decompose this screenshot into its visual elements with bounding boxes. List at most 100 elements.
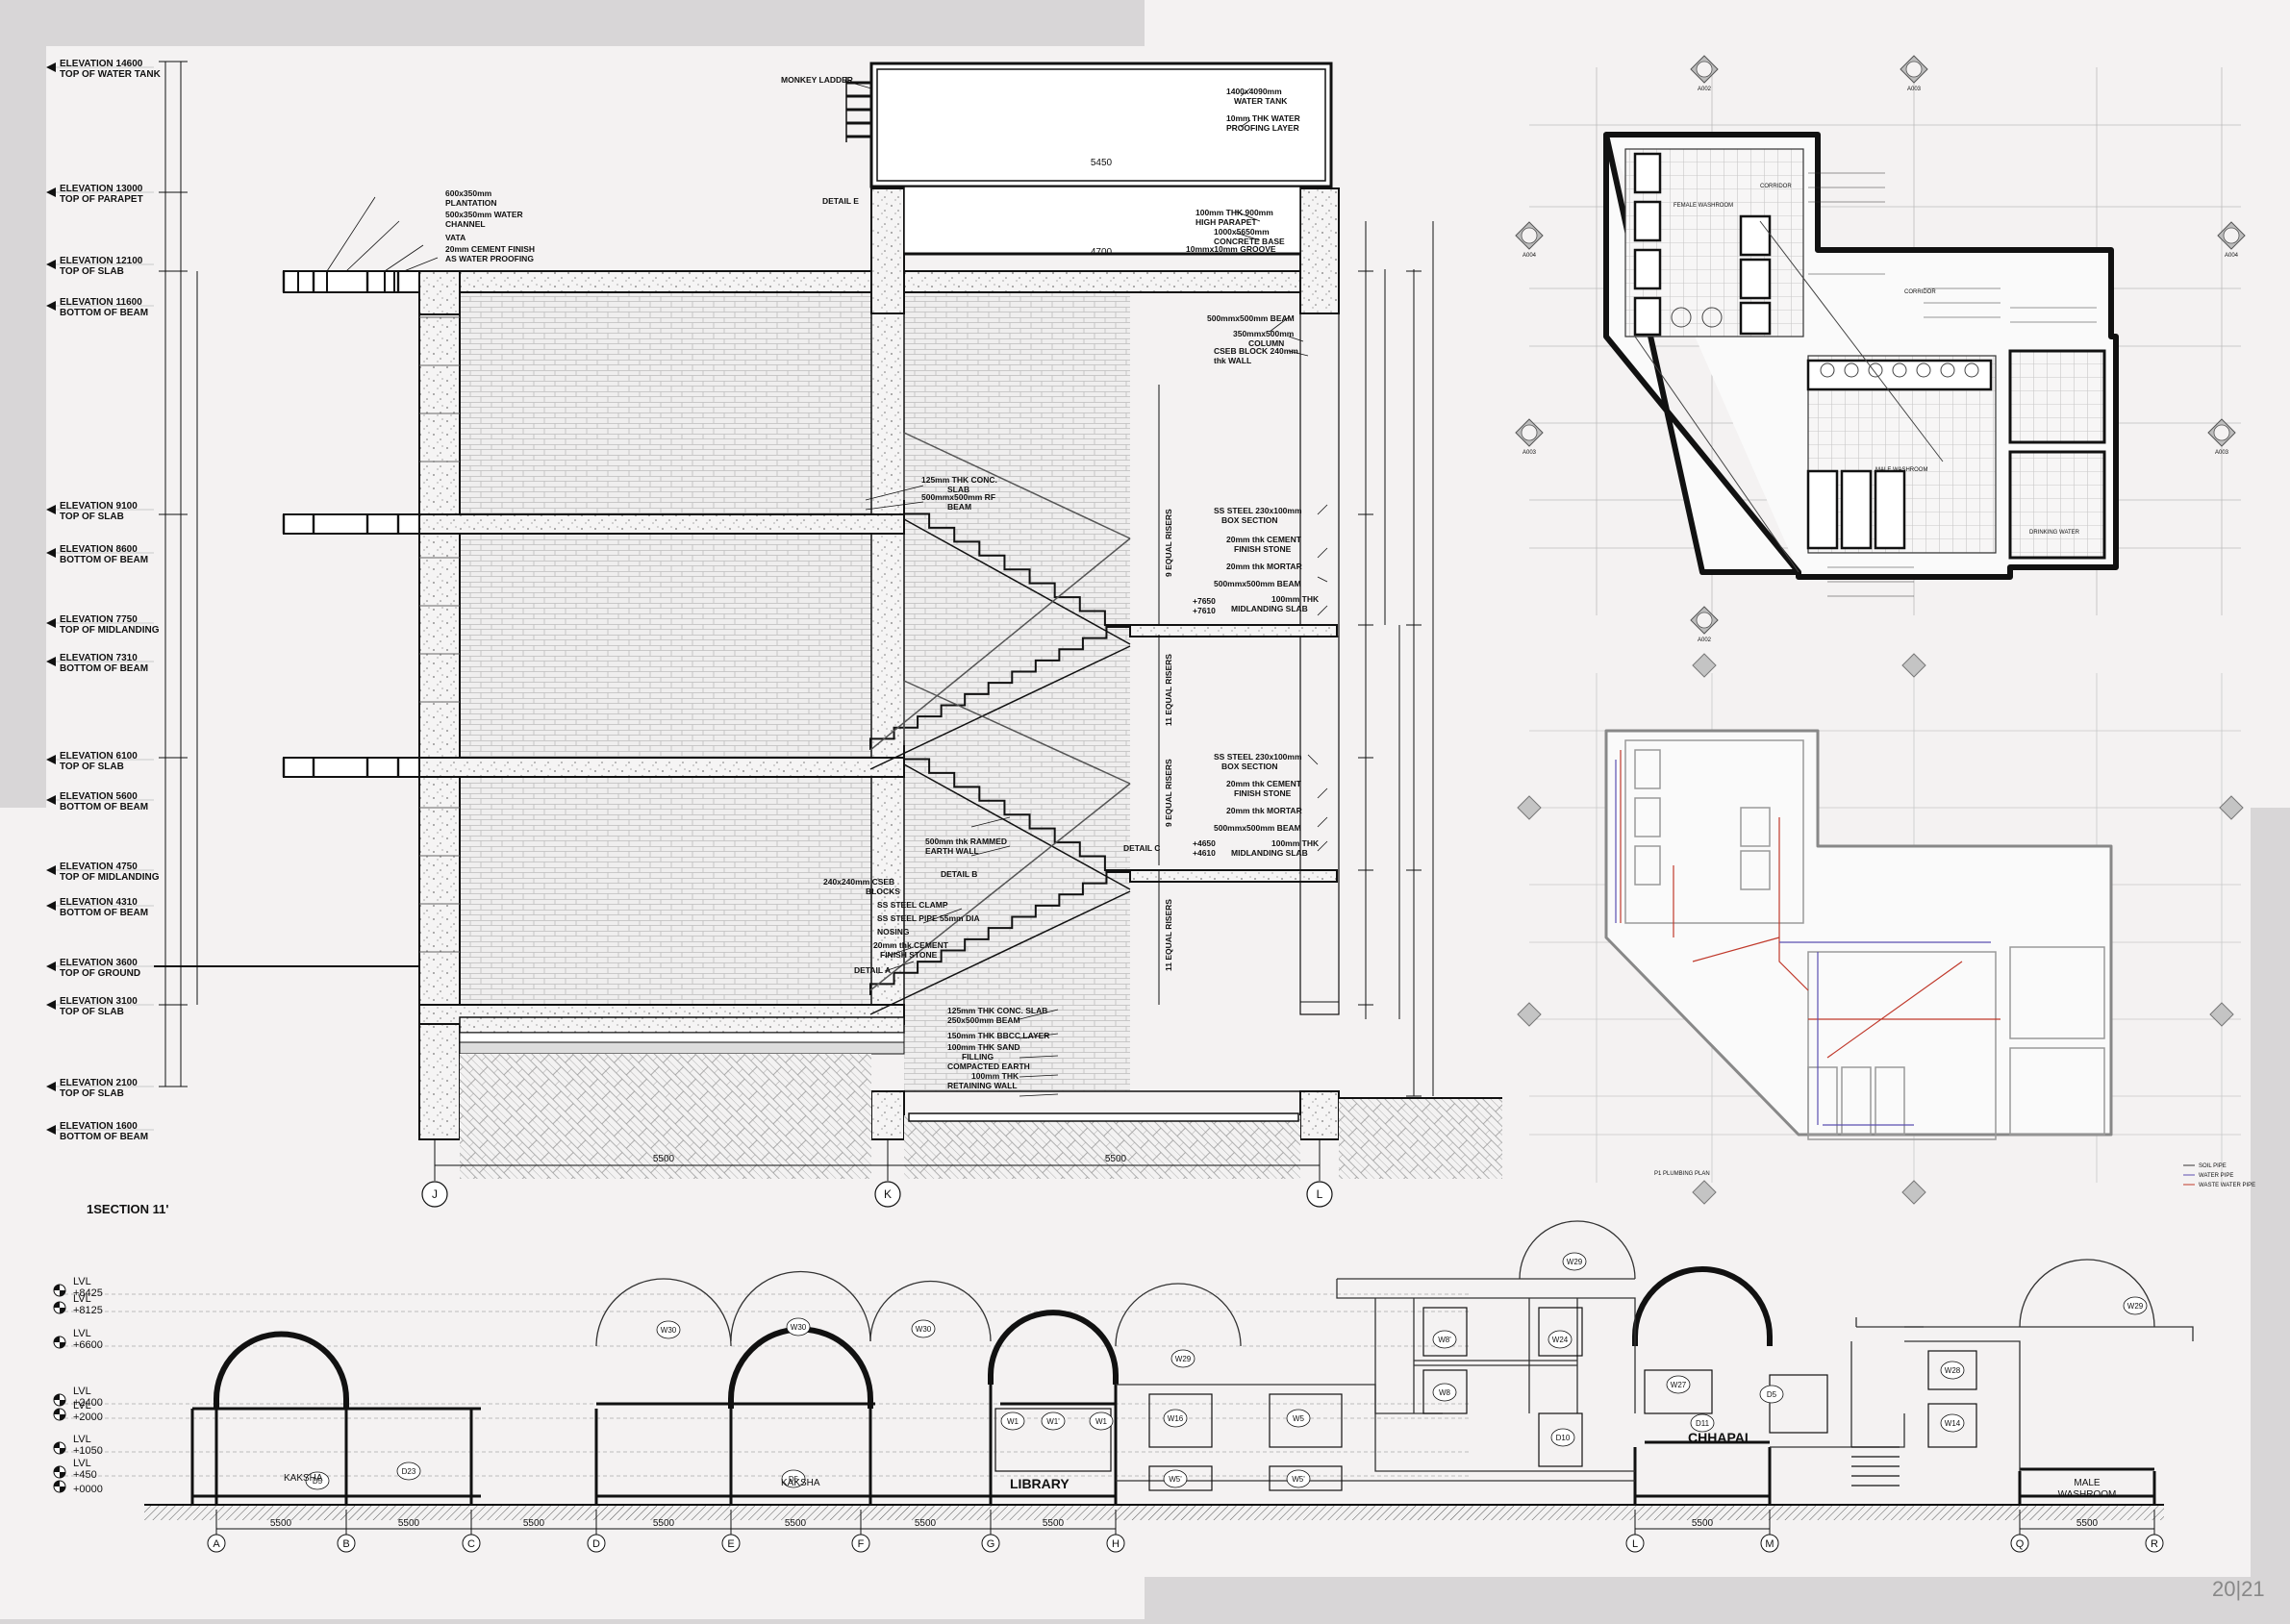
grid-dimension: 5500: [653, 1518, 675, 1529]
elevation-sub-label: TOP OF WATER TANK: [60, 69, 162, 80]
elevation-marker-icon: [46, 1082, 56, 1091]
tag-bubble: [1940, 1413, 1965, 1433]
plan-label-female-washroom: FEMALE WASHROOM: [1673, 203, 1733, 209]
elevation-marker-icon: [46, 901, 56, 911]
stair-flight: [903, 745, 1130, 871]
grid-bubble-l: [1306, 1181, 1333, 1208]
grid-dimension: 5500: [1692, 1518, 1714, 1529]
tag-label: D11: [1696, 1419, 1710, 1428]
tag-bubble: [1432, 1383, 1457, 1402]
tag-bubble: [781, 1469, 806, 1488]
plan-label-male-washroom: MALE WASHROOM: [1875, 467, 1927, 473]
elevation-sub-label: TOP OF SLAB: [60, 266, 124, 277]
annotation-cement-2: AS WATER PROOFING: [445, 254, 534, 263]
elevation-marker-icon: [46, 187, 56, 197]
elevation-sub-label: TOP OF SLAB: [60, 762, 124, 772]
grid-dimension: 5500: [1043, 1518, 1065, 1529]
elevation-label: ELEVATION 6100: [60, 751, 138, 762]
section-marker-icon: [2219, 795, 2244, 820]
section-marker-icon: [1517, 1002, 1542, 1027]
legend-water-pipe: WATER PIPE: [2199, 1173, 2233, 1179]
grid-bubble: [337, 1534, 356, 1553]
section-marker-icon: [1901, 653, 1926, 678]
level-value: +6600: [73, 1339, 103, 1351]
section-marker-label: A004: [2225, 253, 2239, 259]
annotation-lvl-3: +4650: [1193, 838, 1216, 848]
tag-bubble: [1940, 1361, 1965, 1380]
plan-label-corridor-2: CORRIDOR: [1904, 289, 1936, 295]
level-value: +0000: [73, 1484, 103, 1495]
elevation-label: ELEVATION 1600: [60, 1121, 138, 1132]
grid-bubble: [462, 1534, 481, 1553]
grid-bubble-k: [874, 1181, 901, 1208]
elevation-label: ELEVATION 4750: [60, 862, 138, 872]
level-marker-fill: [54, 1285, 65, 1296]
tag-bubble: [1000, 1412, 1025, 1431]
tag-bubble: [1163, 1469, 1188, 1488]
stair-flight: [869, 871, 1130, 995]
elevation-marker-icon: [46, 62, 56, 72]
annotation-stone-1: 20mm thk CEMENT: [873, 940, 949, 950]
vault-arch-background: [730, 1270, 871, 1342]
base-dim: 4700: [1091, 247, 1113, 258]
annotation-detail-b: DETAIL B: [941, 869, 977, 879]
level-value: +8425: [73, 1287, 103, 1299]
grid-label-j: J: [432, 1187, 438, 1201]
tag-bubble: [2123, 1296, 2148, 1315]
annotation-pcc-1: 150mm THK BBCC LAYER: [947, 1031, 1049, 1040]
elevation-label: ELEVATION 2100: [60, 1078, 138, 1088]
section-marker-icon: [1901, 1180, 1926, 1205]
annotation-cseb-2: thk WALL: [1214, 356, 1251, 365]
tag-label: W24: [1552, 1336, 1569, 1344]
elevation-marker-icon: [46, 657, 56, 666]
grid-bubble: [1625, 1534, 1645, 1553]
grid-label: C: [467, 1538, 475, 1550]
elevation-sub-label: BOTTOM OF BEAM: [60, 802, 148, 812]
level-value: +450: [73, 1469, 97, 1481]
elevation-marker-icon: [46, 962, 56, 971]
annotation-groove: 10mmx10mm GROOVE: [1186, 244, 1276, 254]
annotation-proofing-1: 10mm THK WATER: [1226, 113, 1300, 123]
vault-arch: [988, 1310, 1119, 1385]
plan-label-corridor-1: CORRIDOR: [1760, 184, 1792, 189]
annotation-clamp: SS STEEL CLAMP: [877, 900, 948, 910]
elevation-sub-label: BOTTOM OF BEAM: [60, 663, 148, 674]
grid-bubble: [851, 1534, 870, 1553]
grid-bubble: [1760, 1534, 1779, 1553]
tag-label: W5': [1169, 1475, 1182, 1484]
annotation-vata: VATA: [445, 233, 466, 242]
elevation-sub-label: TOP OF MIDLANDING: [60, 872, 160, 883]
annotation-plantation-1: 600x350mm: [445, 188, 492, 198]
section-marker-icon: [1692, 1180, 1717, 1205]
level-value: +2400: [73, 1397, 103, 1409]
tag-bubble: [1690, 1413, 1715, 1433]
annotation-midlanding-1-lower: 100mm THK: [1271, 838, 1320, 848]
staircase: [869, 500, 1131, 1015]
elevation-label: ELEVATION 5600: [60, 791, 138, 802]
grid-label: M: [1765, 1538, 1774, 1550]
elevation-sub-label: BOTTOM OF BEAM: [60, 1132, 148, 1142]
annotation-slab-1: 125mm THK CONC.: [921, 475, 997, 485]
tag-label: W29: [1567, 1258, 1583, 1266]
tag-label: W8': [1438, 1336, 1451, 1344]
tag-label: W29: [1175, 1355, 1192, 1363]
elevation-marker-icon: [46, 618, 56, 628]
annotation-beam2: 500mmx500mm BEAM: [1214, 579, 1301, 588]
tag-bubble: [305, 1471, 330, 1490]
elevation-marker-icon: [46, 1125, 56, 1135]
level-markers: LVL+8425LVL+8125LVL+6600LVL+2400LVL+2000…: [53, 1276, 103, 1495]
stair-waist: [903, 518, 1131, 645]
grid-bubble: [2010, 1534, 2029, 1553]
tag-label: W27: [1671, 1381, 1687, 1389]
level-marker-fill: [54, 1409, 65, 1420]
annotation-monkey-ladder: MONKEY LADDER: [781, 75, 853, 85]
stair-waist: [869, 645, 1131, 770]
annotation-risers-11a: 11 EQUAL RISERS: [1164, 654, 1173, 726]
grid-label: G: [987, 1538, 995, 1550]
vault-arch-background: [595, 1278, 732, 1347]
annotation-parapet-1: 100mm THK 900mm: [1195, 208, 1273, 217]
tag-bubble: [1286, 1409, 1311, 1428]
